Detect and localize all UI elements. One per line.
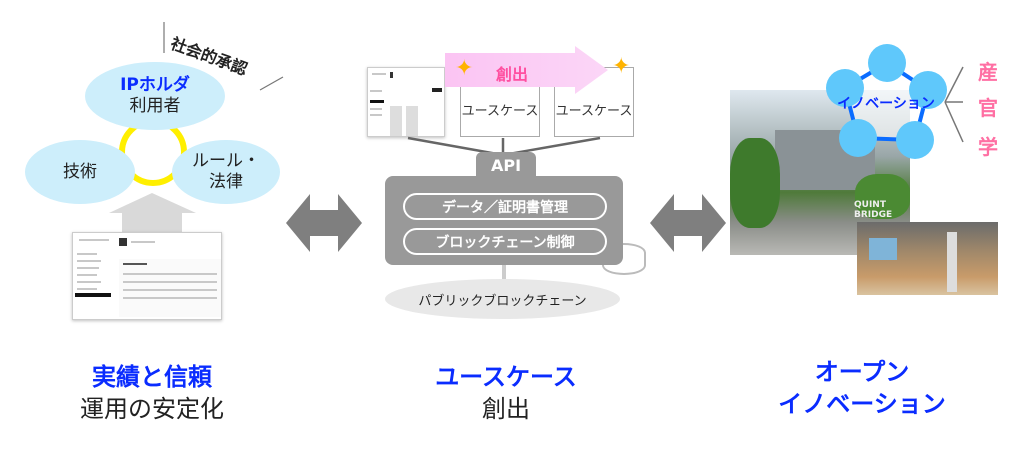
use-case-label: ユースケース [461,103,539,119]
left-caption-bold: 実績と信頼 [92,363,212,391]
innovation-node [826,69,864,107]
left-caption: 実績と信頼 運用の安定化 [52,361,252,425]
public-blockchain-ellipse: パブリックブロックチェーン [385,279,620,319]
creation-label: 創出 [496,65,529,84]
innovation-node [909,71,947,109]
blockchain-control: ブロックチェーン制御 [403,228,607,255]
up-arrow [109,193,196,234]
center-caption: ユースケース 創出 [406,361,606,425]
innovation-node [896,121,934,159]
double-arrow-right [650,194,726,252]
government-label: 官 [978,96,998,120]
rules-label: ルール・ [192,151,260,171]
data-certificate-management: データ／証明書管理 [403,193,607,220]
double-arrow-left [286,194,362,252]
user-label: 利用者 [129,96,181,116]
use-case-label: ユースケース [555,103,633,119]
interior-photo [857,222,998,295]
app-screenshot-small [367,67,445,137]
innovation-node [868,44,906,82]
academia-label: 学 [978,135,998,159]
center-caption-text: 創出 [482,395,530,423]
rules-law-ellipse: ルール・ 法律 [172,140,280,204]
technology-ellipse: 技術 [25,140,135,204]
right-caption: オープン イノベーション [752,356,972,420]
sparkle-icon: ✦ [612,54,631,79]
ip-holder-ellipse: IPホルダ 利用者 [85,62,225,130]
industry-label: 産 [978,60,998,84]
ip-holder-label: IPホルダ [120,75,190,95]
creation-arrow [445,46,608,94]
app-screenshot-thumbnail [72,232,222,320]
right-caption-line2: イノベーション [778,390,946,418]
photo-sign: QUINT BRIDGE [854,200,893,220]
right-caption-line1: オープン [814,358,910,386]
sparkle-icon: ✦ [455,56,474,81]
innovation-label: イノベーション [837,96,935,112]
left-caption-text: 運用の安定化 [80,395,224,423]
innovation-node [839,119,877,157]
center-caption-bold: ユースケース [435,363,577,391]
law-label: 法律 [209,172,243,192]
technology-label: 技術 [63,161,97,182]
api-platform-box: データ／証明書管理 ブロックチェーン制御 [385,176,623,265]
